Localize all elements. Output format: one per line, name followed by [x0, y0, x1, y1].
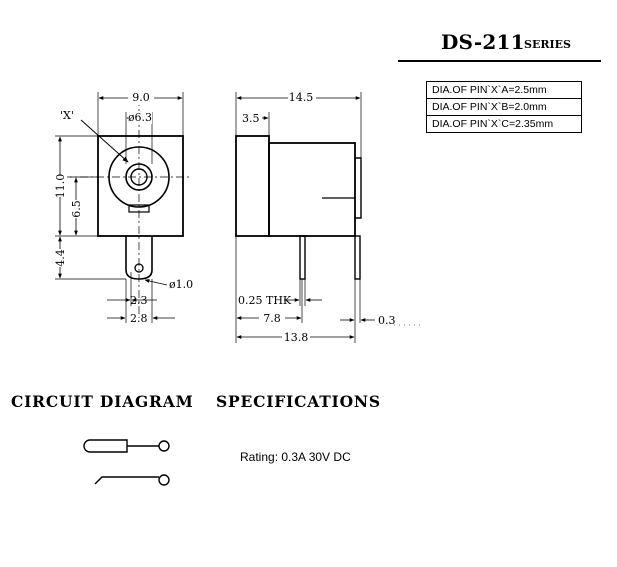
pin-diameter-table: DIA.OF PIN`X`A=2.5mm DIA.OF PIN`X`B=2.0m…: [426, 81, 582, 133]
switch-contact-line: [94, 476, 159, 485]
rating-text: Rating: 0.3A 30V DC: [240, 450, 351, 464]
pin-dia-a: DIA.OF PIN`X`A=2.5mm: [426, 81, 582, 99]
model-title: DS-211: [441, 30, 525, 54]
table-row: DIA.OF PIN`X`B=2.0mm: [426, 98, 582, 116]
dim-lead-pos-2: 13.8: [284, 331, 309, 344]
dim-front-width: 9.0: [132, 91, 150, 104]
circuit-diagram-heading: CIRCUIT DIAGRAM: [11, 392, 194, 411]
specifications-heading: SPECIFICATIONS: [216, 392, 381, 411]
table-row: DIA.OF PIN`X`A=2.5mm: [426, 81, 582, 99]
side-front-flange: [235, 135, 270, 237]
pin-callout-label: 'X': [60, 109, 74, 122]
dim-pin-width-b: 2.8: [130, 312, 148, 325]
side-lead-rear: [354, 235, 361, 280]
series-label: SERIES: [524, 38, 571, 51]
title-underline: [398, 60, 601, 62]
plug-terminal: [158, 440, 170, 452]
dim-pin-hole-dia: ø1.0: [169, 278, 193, 291]
dim-hole-dia: ø6.3: [128, 111, 152, 124]
pin-dia-c: DIA.OF PIN`X`C=2.35mm: [426, 115, 582, 133]
dim-body-height: 11.0: [54, 174, 67, 199]
pin-dia-b: DIA.OF PIN`X`B=2.0mm: [426, 98, 582, 116]
dim-pin-width-a: 2.3: [130, 294, 148, 307]
dim-front-depth: 3.5: [242, 112, 260, 125]
dim-center-height: 6.5: [70, 200, 83, 218]
front-view: [55, 92, 190, 323]
table-row: DIA.OF PIN`X`C=2.35mm: [426, 115, 582, 133]
circuit-diagram: [83, 439, 170, 486]
plug-body-symbol: [83, 439, 128, 453]
side-rear-lip: [355, 157, 362, 219]
dim-pin-length: 4.4: [54, 249, 67, 267]
dim-thickness: 0.25 THK: [238, 294, 292, 307]
dim-side-length: 14.5: [289, 91, 314, 104]
side-view: [235, 92, 375, 343]
switch-terminal: [158, 474, 170, 486]
front-body-outline: [97, 135, 184, 237]
side-body-outline: [268, 142, 356, 237]
side-lead-front: [299, 235, 306, 280]
dim-lead-offset: 0.3: [378, 314, 396, 327]
dim-lead-pos-1: 7.8: [263, 312, 281, 325]
